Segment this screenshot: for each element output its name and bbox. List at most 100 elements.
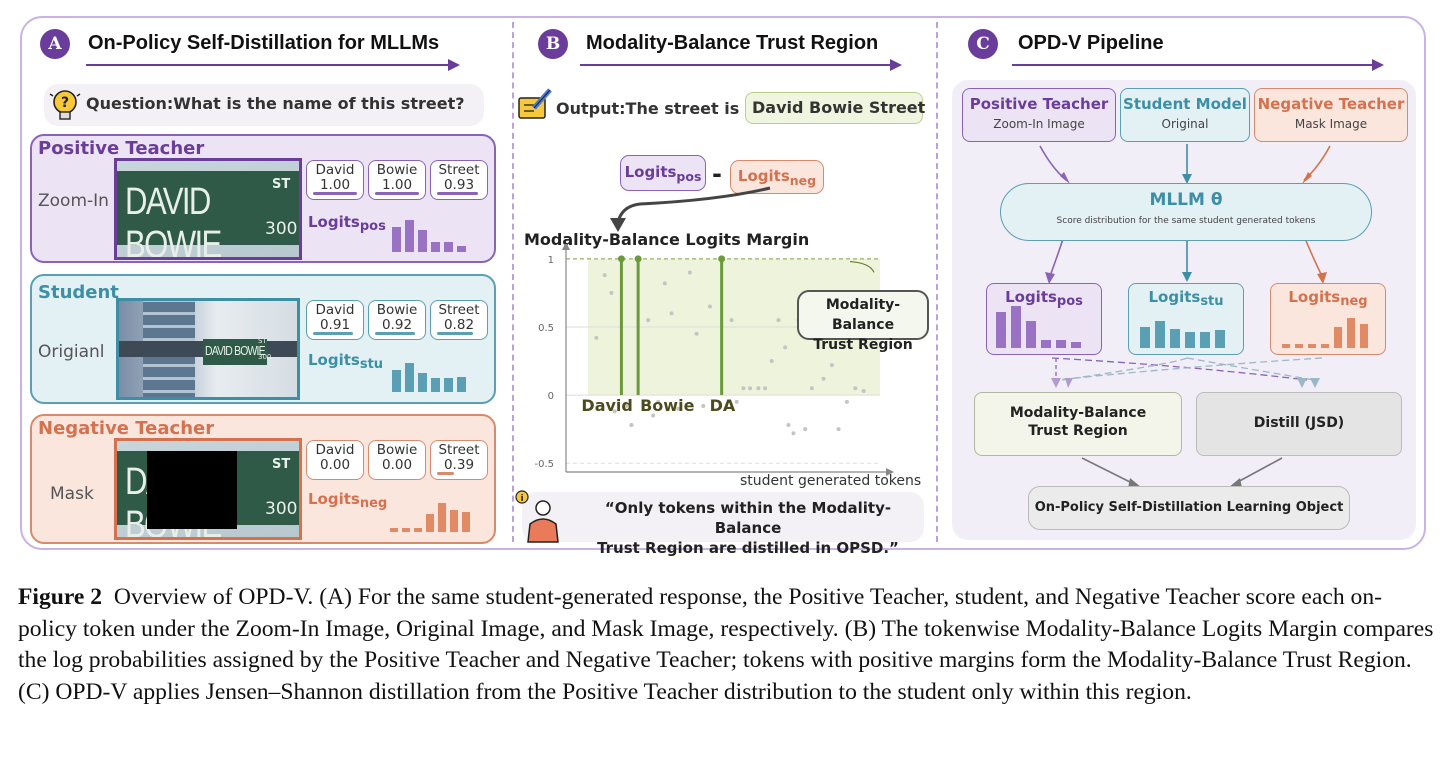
token-value: 0.82 — [443, 317, 475, 333]
token-value: 0.92 — [381, 317, 413, 333]
scatter-point — [844, 399, 849, 404]
pipeline-objective-label: On-Policy Self-Distillation Learning Obj… — [1034, 500, 1344, 515]
pipeline-student-sub: Original — [1161, 117, 1209, 131]
pipeline-trust-line1: Modality-Balance — [1009, 405, 1147, 421]
logits-stu-label: Logitsstu — [308, 351, 384, 372]
logit-bar — [438, 503, 446, 532]
scatter-point — [602, 273, 607, 278]
pipeline-logits-pos-bars — [996, 306, 1092, 348]
scatter-point — [594, 335, 599, 340]
mllm-title: MLLM θ — [1149, 190, 1223, 210]
logit-bar — [444, 378, 453, 392]
pipeline-negative-sub: Mask Image — [1294, 117, 1368, 131]
panel-a-title: On-Policy Self-Distillation for MLLMs — [88, 32, 440, 54]
scatter-point — [734, 399, 739, 404]
token-word: Bowie — [376, 162, 418, 178]
lightbulb-icon: ? — [49, 90, 81, 120]
token-value-bar — [437, 332, 474, 335]
scatter-point — [756, 386, 761, 391]
logit-bar — [405, 363, 414, 392]
pipeline-positive-teacher: Positive Teacher Zoom-In Image — [962, 88, 1116, 142]
logits-pos-pill: Logitspos — [620, 155, 706, 191]
scatter-point — [829, 363, 834, 368]
token-value: 1.00 — [319, 177, 351, 193]
logit-bar — [405, 219, 414, 252]
logit-bar — [1170, 328, 1180, 348]
logits-neg-pill: Logitsneg — [730, 160, 824, 194]
y-axis-arrowhead — [562, 244, 570, 250]
scatter-point — [783, 345, 788, 350]
mask-sign-num: 300 — [265, 499, 298, 519]
question-box — [44, 84, 484, 126]
panel-b-title: Modality-Balance Trust Region — [586, 32, 879, 54]
pipeline-distill-label: Distill (JSD) — [1253, 415, 1345, 431]
logit-bar — [1347, 318, 1355, 348]
token-value-bar — [437, 472, 455, 475]
scatter-point — [687, 270, 692, 275]
panel-c-title-arrow — [1012, 59, 1384, 71]
mask-block — [147, 451, 237, 529]
logit-bar — [402, 528, 410, 532]
chart-xlabel: student generated tokens — [740, 473, 922, 489]
pipeline-distill: Distill (JSD) — [1196, 392, 1402, 456]
logit-bar — [1071, 341, 1081, 348]
scatter-point — [763, 386, 768, 391]
original-sign-text: DAVID BOWIE — [205, 343, 266, 358]
token-value: 0.00 — [319, 457, 351, 473]
panel-b-title-arrow — [580, 59, 902, 71]
token-label-david: David — [581, 396, 632, 415]
token-word: Bowie — [376, 302, 418, 318]
scatter-point — [769, 359, 774, 363]
highlight-point-bowie — [634, 255, 642, 263]
token-value-bar — [375, 332, 416, 335]
scatter-point — [791, 431, 796, 436]
highlight-point-da — [718, 255, 726, 263]
logit-bar — [1295, 344, 1303, 348]
logit-bar — [414, 528, 422, 532]
mask-label: Mask — [50, 484, 94, 504]
pipeline-positive-title: Positive Teacher — [969, 95, 1109, 113]
caption-label: Figure 2 — [18, 584, 103, 610]
pipeline-objective: On-Policy Self-Distillation Learning Obj… — [1028, 486, 1350, 530]
token-value-bar — [375, 192, 419, 195]
svg-text:?: ? — [61, 95, 69, 111]
scatter-point — [821, 376, 826, 381]
quote-line1: “Only tokens within the Modality-Balance — [604, 499, 892, 537]
y-tick-label: 0.5 — [538, 323, 554, 334]
trust-region-label-box: Modality-Balance Trust Region — [797, 290, 929, 353]
logit-bar — [390, 528, 398, 532]
logit-bar — [457, 245, 466, 252]
scatter-point — [656, 399, 661, 404]
scatter-point — [694, 331, 699, 336]
scatter-point — [629, 423, 634, 428]
panel-a-title-arrow — [86, 59, 460, 71]
zoom-in-sign-num: 300 — [265, 219, 298, 239]
scatter-point — [748, 386, 753, 391]
logit-bar — [431, 242, 440, 252]
logit-bar — [1282, 344, 1290, 348]
token-word: David — [315, 442, 355, 458]
logit-bar — [457, 376, 466, 392]
token-value: 0.93 — [443, 177, 475, 193]
token-value: 0.91 — [319, 317, 351, 333]
chart-title: Modality-Balance Logits Margin — [524, 230, 810, 249]
pipeline-logits-neg: Logitsneg — [1270, 283, 1386, 355]
margin-arrow — [610, 186, 771, 232]
logit-bar — [1360, 324, 1368, 348]
logit-bar — [431, 378, 440, 392]
highlight-point-david — [617, 255, 625, 263]
token-word: Street — [438, 442, 480, 458]
scatter-point — [836, 427, 841, 432]
scatter-point — [651, 413, 656, 418]
trust-region-label-line2: Trust Region — [813, 337, 913, 353]
logit-bar — [392, 226, 401, 252]
scatter-point — [707, 304, 712, 309]
zoom-in-label: Zoom-In — [38, 191, 109, 211]
panel-b-letter: B — [538, 29, 568, 59]
token-word: David — [315, 162, 355, 178]
figure-frame — [20, 16, 1426, 550]
token-label-bowie: Bowie — [640, 396, 694, 415]
panel-c-letter: C — [968, 29, 998, 59]
